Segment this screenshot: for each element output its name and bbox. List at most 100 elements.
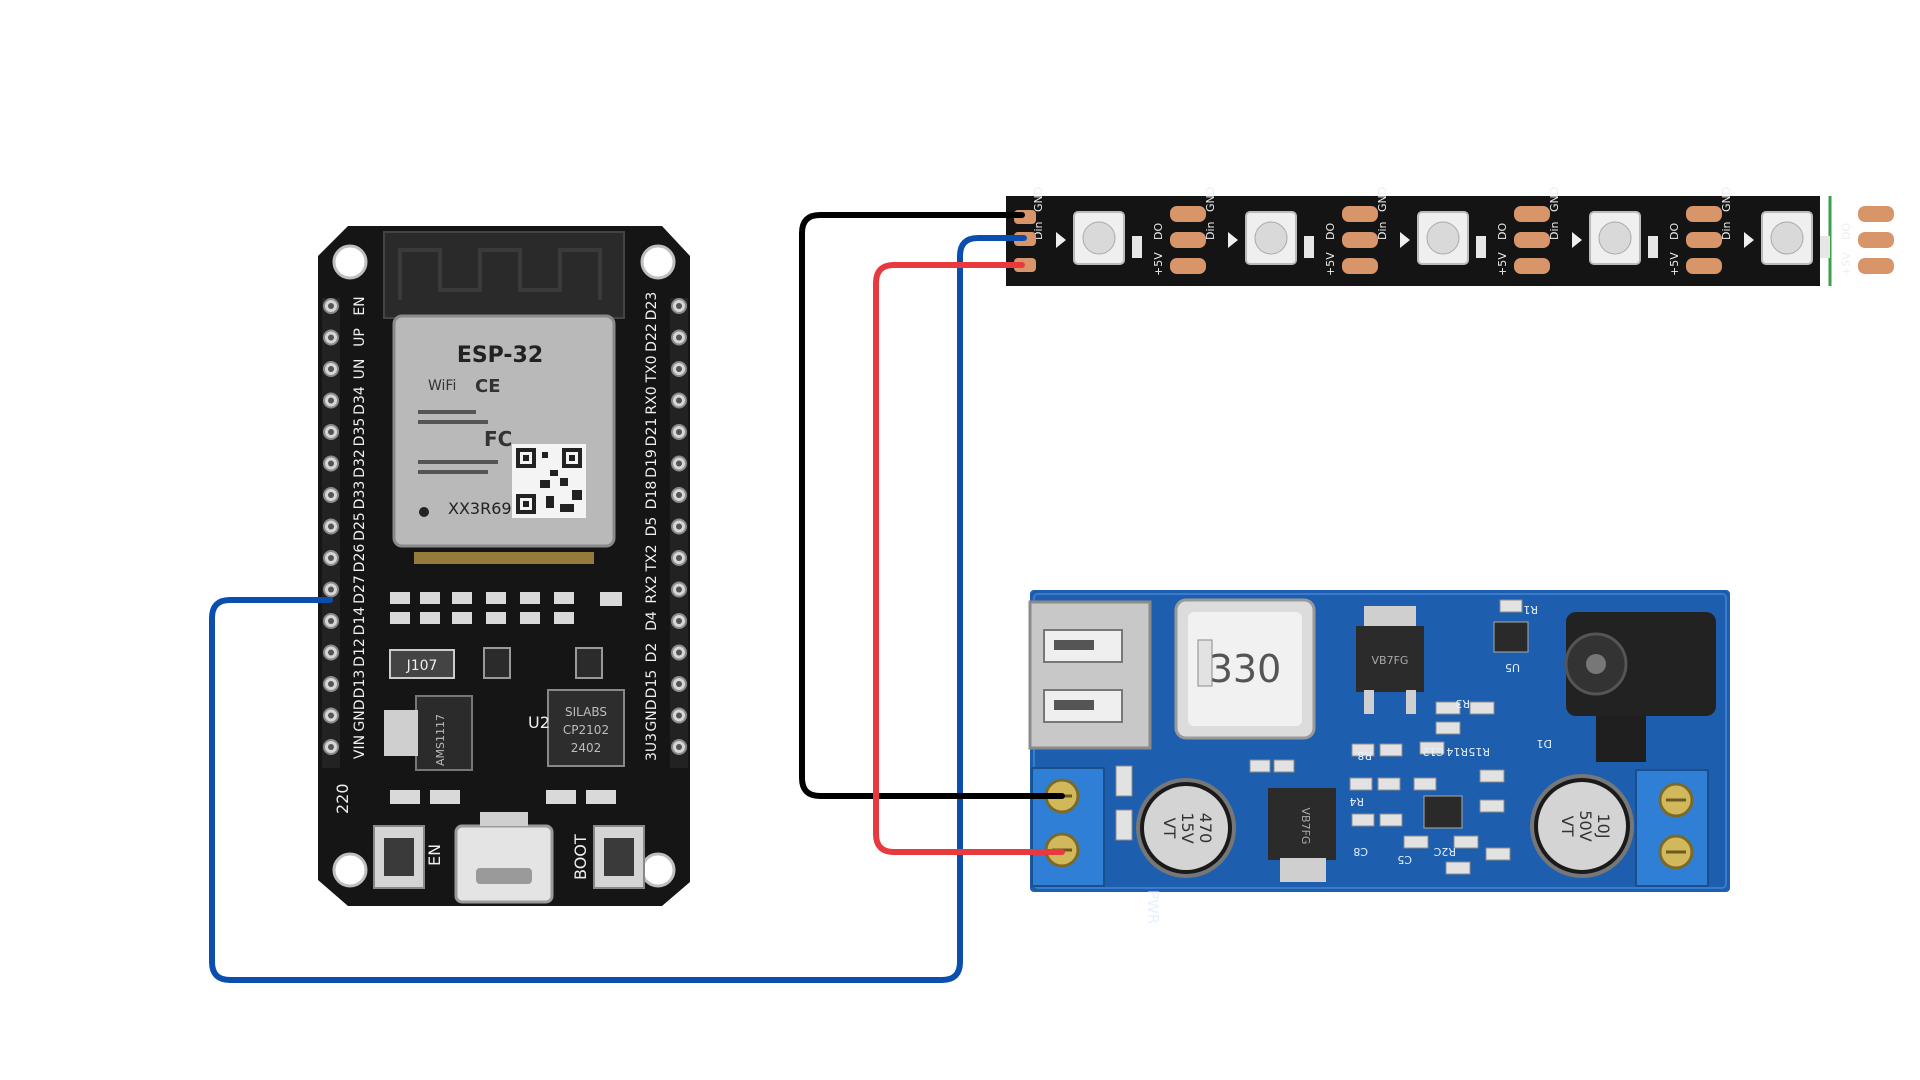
- pin-label: TX0: [644, 355, 660, 383]
- smd-part: [1115, 765, 1133, 797]
- cap-right-voltage: 50V: [1576, 810, 1595, 841]
- copper-pad: [1170, 232, 1206, 248]
- header-pin-hole: [676, 334, 682, 341]
- dc-converter-board: 330 VB7FG P: [1028, 590, 1730, 924]
- capacitor-right: 10J 50V VT: [1530, 774, 1634, 878]
- header-pin-hole: [328, 681, 334, 687]
- boot-button-label: BOOT: [571, 834, 590, 880]
- header-pin-hole: [676, 492, 682, 498]
- smd-part: [1351, 813, 1375, 827]
- u5-ic: [1493, 621, 1529, 653]
- smd-part: [1485, 847, 1511, 861]
- header-pin-hole: [676, 303, 682, 309]
- usb-a-port[interactable]: [1028, 600, 1152, 750]
- pin-label: EN: [352, 296, 368, 315]
- mosfet-bottom-marking: VB7FG: [1299, 808, 1312, 845]
- smd-part: [1349, 777, 1373, 791]
- mounting-hole: [640, 244, 676, 280]
- smd-part: [1115, 809, 1133, 841]
- direction-arrow-icon: [1572, 232, 1582, 248]
- header-pin-hole: [676, 649, 682, 656]
- ground-wire: [799, 212, 1065, 799]
- smd-part: [1435, 701, 1461, 715]
- usb-chip-code: 2402: [571, 741, 602, 755]
- component-label: D1: [1537, 737, 1552, 750]
- component-label: C12: [1422, 745, 1444, 758]
- wifi-antenna: [383, 231, 625, 319]
- pin-label: D2: [644, 643, 660, 663]
- component-label: R4: [1349, 795, 1364, 808]
- wifi-logo: WiFi: [428, 378, 456, 394]
- qr-code: [512, 444, 586, 518]
- component-label: R8: [1357, 749, 1372, 762]
- en-button[interactable]: [373, 825, 425, 889]
- header-pin-hole: [676, 712, 682, 719]
- dc-barrel-jack[interactable]: [1564, 612, 1716, 762]
- header-pin-hole: [676, 366, 682, 372]
- header-pin-hole: [676, 744, 682, 750]
- copper-pad: [1342, 232, 1378, 248]
- header-pin-hole: [676, 586, 682, 593]
- resistor-label: 220: [333, 783, 352, 814]
- module-code: XX3R69: [448, 499, 512, 518]
- strip-pad-label: DO: [1324, 223, 1337, 240]
- mosfet-top-marking: VB7FG: [1372, 654, 1409, 667]
- smd-part: [1499, 599, 1523, 613]
- header-pin-hole: [328, 429, 334, 435]
- micro-usb-port[interactable]: [454, 812, 554, 904]
- pin-label: D22: [644, 323, 660, 352]
- header-pin-hole: [328, 397, 334, 404]
- strip-pad-label: Din: [1376, 221, 1389, 240]
- header-pin-hole: [328, 555, 334, 561]
- pin-label: D13: [352, 670, 368, 699]
- header-pin-hole: [328, 586, 334, 593]
- output-terminal-block[interactable]: [1635, 769, 1709, 887]
- converter-smd-parts: [1115, 599, 1523, 875]
- smd-part: [1249, 759, 1271, 773]
- strip-pad-label: +5V: [1668, 252, 1681, 276]
- header-pin-hole: [676, 397, 682, 404]
- direction-arrow-icon: [1744, 232, 1754, 248]
- copper-pad: [1342, 206, 1378, 222]
- pin-label: D34: [352, 386, 368, 415]
- boot-button[interactable]: [593, 825, 645, 889]
- pin-label: D12: [352, 638, 368, 667]
- pin-label: D26: [352, 544, 368, 573]
- strip-capacitor: [1476, 236, 1486, 258]
- cap-right-value: 10J: [1594, 813, 1613, 838]
- copper-pad: [1514, 206, 1550, 222]
- pin-label: RX2: [644, 575, 660, 603]
- power-5v-wire: [873, 262, 1065, 855]
- input-terminal-block[interactable]: [1031, 767, 1105, 887]
- header-pin-hole: [328, 744, 334, 750]
- smd-part: [1379, 813, 1403, 827]
- regulator-marking: AMS1117: [434, 714, 447, 766]
- pin-label: D4: [644, 611, 660, 631]
- header-pin-hole: [676, 429, 682, 435]
- strip-pad-label: Din: [1548, 221, 1561, 240]
- led-lens: [1598, 221, 1632, 255]
- copper-pad: [1170, 206, 1206, 222]
- header-pin-hole: [676, 555, 682, 561]
- header-pin-hole: [328, 460, 334, 467]
- capacitor-left: 470 15V VT: [1136, 778, 1236, 878]
- smd-part: [1435, 721, 1461, 735]
- copper-pad: [1514, 232, 1550, 248]
- component-label: C8: [1353, 845, 1368, 858]
- pwr-label: PWR: [1144, 890, 1162, 924]
- wires: [209, 212, 1065, 983]
- strip-pad-label: Din: [1204, 221, 1217, 240]
- copper-pad: [1858, 206, 1894, 222]
- smd-part: [1413, 777, 1437, 791]
- led-lens: [1082, 221, 1116, 255]
- component-label: R1: [1523, 603, 1538, 616]
- header-pin-hole: [328, 366, 334, 372]
- smd-part: [1419, 741, 1445, 755]
- header-pin-hole: [676, 681, 682, 687]
- pin-label: D14: [352, 607, 368, 636]
